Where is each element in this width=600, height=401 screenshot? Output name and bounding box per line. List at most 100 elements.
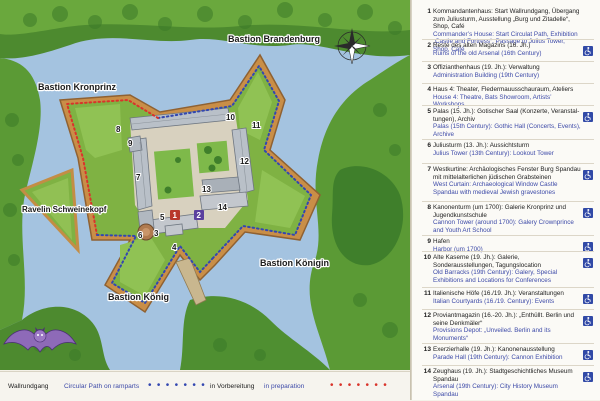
map-marker-11[interactable]: 11 — [251, 120, 262, 131]
legend-separator — [422, 235, 594, 236]
legend-item-german: Offizianthenhaus (19. Jh.): Verwaltung — [433, 64, 540, 71]
legend-separator — [422, 365, 594, 366]
map-marker-4[interactable]: 4 — [171, 242, 178, 253]
map-marker-9[interactable]: 9 — [127, 138, 134, 149]
compass-rose — [334, 28, 371, 65]
legend-prep-en: in preparation — [264, 383, 305, 390]
legend-separator — [422, 139, 594, 140]
legend-item-number: 1 — [427, 8, 431, 15]
legend-item-english: Parade Hall (19th Century): Cannon Exhib… — [433, 353, 563, 361]
label-bastion-brandenburg: Bastion Brandenburg — [228, 34, 320, 44]
tree-cluster-east — [331, 166, 404, 266]
legend-item-number: 11 — [424, 290, 431, 297]
legend-item-number: 14 — [423, 368, 431, 375]
legend-item-english: Julius Tower (13th Century): Lookout Tow… — [433, 149, 554, 157]
legend-item-english: West Curtain: Archaeological Window Cast… — [433, 181, 558, 196]
legend-item-text: Haus 4: Theater, Fledermauusschauraum, A… — [433, 86, 581, 109]
legend-separator — [422, 343, 594, 344]
wheelchair-accessible-icon — [583, 46, 593, 56]
legend-item-german: Reste des alten Magazins (16. Jh.) — [433, 42, 531, 49]
legend-item-german: Westkurtine: Archäologisches Fenster Bur… — [433, 166, 581, 181]
label-bastion-kronprinz: Bastion Kronprinz — [38, 82, 116, 92]
legend-item-german: Exerzierhalle (19. Jh.): Kanonenausstell… — [433, 346, 555, 353]
wheelchair-accessible-icon — [583, 242, 593, 252]
legend-item-german: Proviantmagazin (16.-20. Jh.): „Enthüllt… — [433, 312, 575, 327]
legend-item-german: Hafen — [433, 238, 450, 245]
legend-separator — [422, 105, 594, 106]
legend-separator — [422, 61, 594, 62]
map-marker-7[interactable]: 7 — [135, 172, 142, 183]
map-marker-6[interactable]: 6 — [137, 230, 144, 241]
legend-item-english: Palas (15th Century): Gothic Hall (Conce… — [433, 123, 581, 138]
bastion-kronprinz-interior — [75, 104, 122, 158]
legend-item-number: 13 — [423, 346, 431, 353]
legend-separator — [422, 309, 594, 310]
map-marker-10[interactable]: 10 — [225, 112, 236, 123]
wheelchair-accessible-icon — [583, 294, 593, 304]
legend-item-german: Italienische Höfe (16./19. Jh.): Veranst… — [433, 290, 564, 297]
route-legend: Wallrundgang Circular Path on ramparts •… — [0, 371, 410, 401]
building-magazin — [164, 223, 184, 237]
map-marker-5[interactable]: 5 — [159, 212, 166, 223]
circular-path-ramparts-south — [96, 234, 214, 305]
legend-item-text: Palas (15. Jh.): Gotischer Saal (Konzert… — [433, 108, 581, 138]
map-marker-12[interactable]: 12 — [239, 156, 250, 167]
legend-item-german: Juliusturm (13. Jh.): Aussichtsturm — [433, 142, 530, 149]
legend-separator — [422, 287, 594, 288]
map-marker-2[interactable]: 2 — [194, 210, 204, 220]
ravelin-inner — [32, 178, 72, 240]
building-zeughaus — [199, 191, 249, 211]
map-marker-13[interactable]: 13 — [201, 184, 212, 195]
building-west-curtain — [131, 137, 153, 211]
bat-mascot-icon — [3, 327, 77, 353]
red-dotted-line-sample: • • • • • • • — [330, 380, 389, 391]
wheelchair-accessible-icon — [583, 208, 593, 218]
map-marker-8[interactable]: 8 — [115, 124, 122, 135]
legend-item-number: 8 — [427, 204, 431, 211]
tree-texture — [3, 2, 402, 361]
legend-item-number: 2 — [427, 42, 431, 49]
courtyard-lawn-west — [153, 148, 195, 200]
label-bastion-koenig: Bastion König — [108, 292, 169, 302]
label-ravelin-schweinekopf: Ravelin Schweinekopf — [22, 205, 107, 214]
page-fold — [410, 0, 411, 400]
bastion-brandenburg-interior — [238, 72, 272, 140]
bastion-koenig-interior — [120, 236, 165, 296]
legend-item-english: Ruins of the old Arsenal (16th Century) — [433, 49, 542, 57]
legend-circular-path-de: Wallrundgang — [8, 383, 49, 390]
legend-separator — [422, 39, 594, 40]
legend-item-english: Administration Building (19th Century) — [433, 71, 540, 79]
legend-item-english: Commander’s House: Start Circulat Path, … — [433, 30, 578, 53]
legend-item-german: Alte Kaserne (19. Jh.): Galerie, Sondera… — [433, 254, 542, 269]
legend-item-number: 10 — [423, 254, 431, 261]
map-marker-14[interactable]: 14 — [217, 202, 228, 213]
legend-item-german: Palas (15. Jh.): Gotischer Saal (Konzert… — [433, 108, 580, 123]
legend-item-number: 3 — [427, 64, 431, 71]
legend-item-text: Kommandantenhaus: Start Wallrundgang, Üb… — [433, 8, 581, 53]
legend-item-number: 12 — [423, 312, 431, 319]
wheelchair-accessible-icon — [583, 372, 593, 382]
legend-item-number: 5 — [427, 108, 431, 115]
legend-item-text: Alte Kaserne (19. Jh.): Galerie, Sondera… — [433, 254, 581, 284]
building-parade-hall — [201, 176, 241, 194]
svg-text:1: 1 — [173, 211, 178, 220]
legend-item-english: Arsenal (19th Century): City History Mus… — [433, 383, 558, 398]
legend-item-english: Provisions Depot: „Unveiled. Berlin and … — [433, 327, 551, 342]
map-marker-1[interactable]: 1 — [170, 210, 180, 220]
svg-text:2: 2 — [197, 211, 202, 220]
legend-circular-path-en: Circular Path on ramparts — [64, 383, 140, 390]
legend-item-english: Old Barracks (19th Century): Galery, Spe… — [433, 269, 558, 284]
blue-dotted-line-sample: • • • • • • • — [148, 380, 207, 391]
legend-separator — [422, 201, 594, 202]
legend-item-text: Kanonenturm (um 1700): Galerie Kronprinz… — [433, 204, 581, 234]
legend-item-german: Zeughaus (19. Jh.): Stadtgeschichtliches… — [433, 368, 573, 383]
map-marker-3[interactable]: 3 — [153, 228, 160, 239]
legend-item-number: 6 — [427, 142, 431, 149]
legend-item-german: Haus 4: Theater, Fledermauusschauraum, A… — [433, 86, 574, 93]
map-markers: 1 2 3 4 5 6 7 8 9 10 11 12 13 14 — [115, 112, 262, 253]
